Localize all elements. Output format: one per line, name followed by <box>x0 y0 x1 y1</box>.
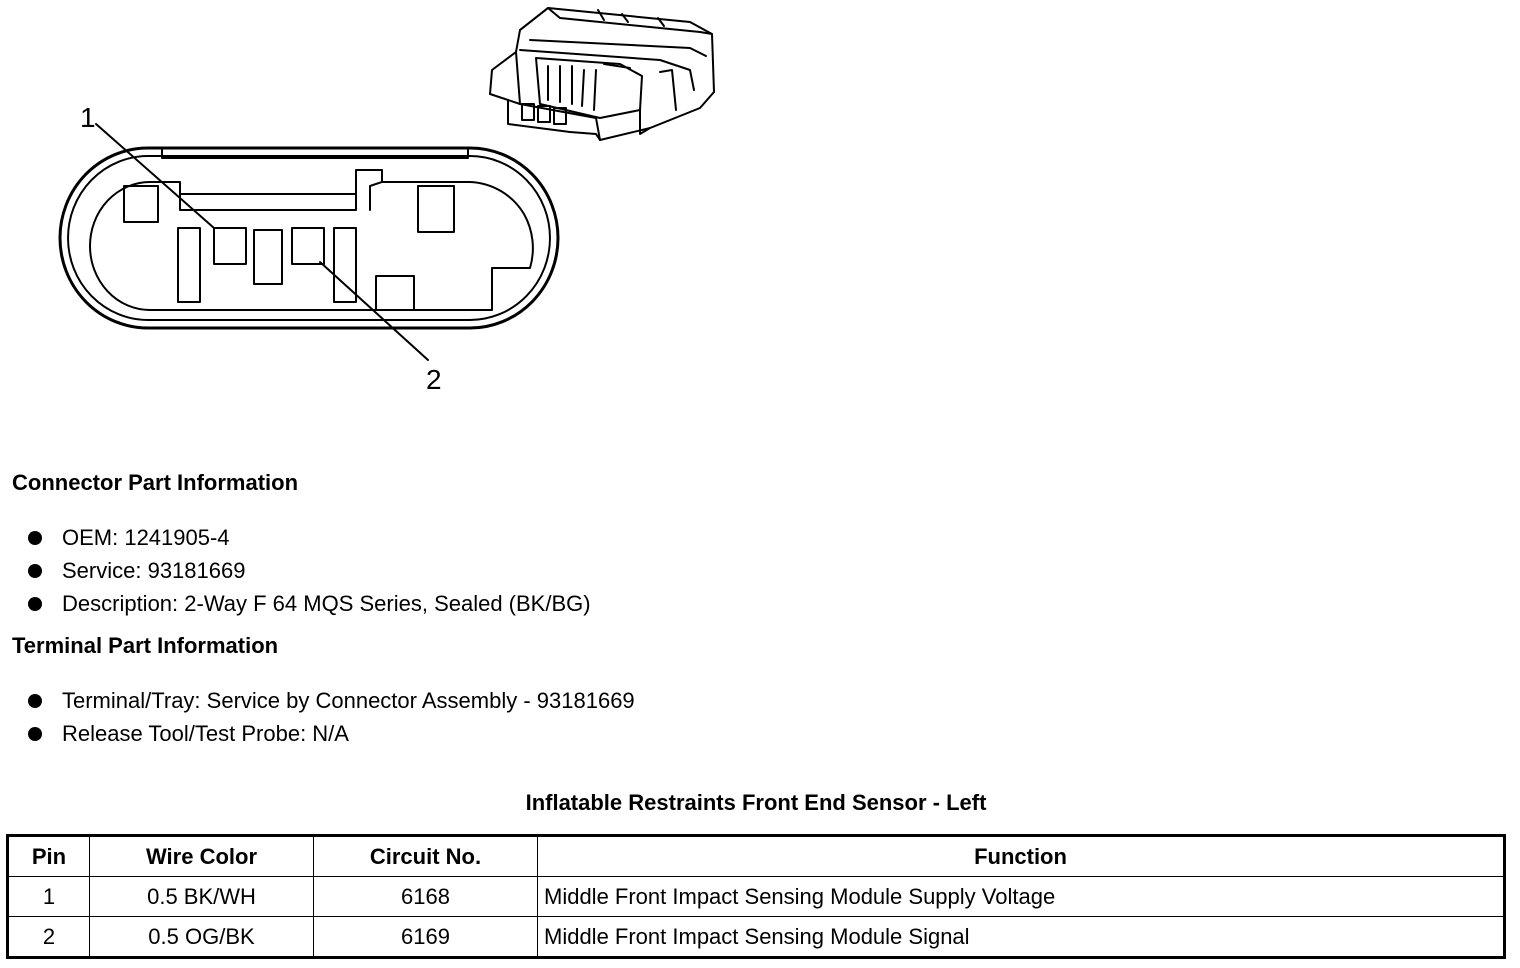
bullet-icon <box>28 531 42 545</box>
callout-2: 2 <box>426 364 442 395</box>
connector-oem: OEM: 1241905-4 <box>62 525 230 550</box>
header-pin: Pin <box>7 835 90 877</box>
header-function: Function <box>537 835 1505 877</box>
cell-wire-color: 0.5 BK/WH <box>89 876 314 917</box>
cell-function: Middle Front Impact Sensing Module Suppl… <box>537 876 1505 917</box>
connector-info-list: OEM: 1241905-4 Service: 93181669 Descrip… <box>28 521 591 620</box>
table-row: 1 0.5 BK/WH 6168 Middle Front Impact Sen… <box>7 876 1505 917</box>
list-item: Service: 93181669 <box>28 554 591 587</box>
bullet-icon <box>28 564 42 578</box>
cell-circuit-no: 6168 <box>313 876 538 917</box>
list-item: Release Tool/Test Probe: N/A <box>28 717 635 750</box>
list-item: Description: 2-Way F 64 MQS Series, Seal… <box>28 587 591 620</box>
terminal-tray: Terminal/Tray: Service by Connector Asse… <box>62 688 635 713</box>
callout-1: 1 <box>80 102 96 133</box>
table-header-row: Pin Wire Color Circuit No. Function <box>7 835 1505 877</box>
connector-iso-view <box>489 7 715 141</box>
list-item: OEM: 1241905-4 <box>28 521 591 554</box>
connector-diagram <box>58 7 715 361</box>
terminal-info-list: Terminal/Tray: Service by Connector Asse… <box>28 684 635 750</box>
terminal-info-title: Terminal Part Information <box>12 633 279 658</box>
connector-info-title: Connector Part Information <box>12 470 299 495</box>
bullet-icon <box>28 694 42 708</box>
table-title: Inflatable Restraints Front End Sensor -… <box>525 790 987 815</box>
cell-pin: 1 <box>7 876 90 917</box>
bullet-icon <box>28 727 42 741</box>
cell-pin: 2 <box>7 916 90 958</box>
connector-service: Service: 93181669 <box>62 558 246 583</box>
table-row: 2 0.5 OG/BK 6169 Middle Front Impact Sen… <box>7 916 1505 958</box>
cell-function: Middle Front Impact Sensing Module Signa… <box>537 916 1505 958</box>
bullet-icon <box>28 597 42 611</box>
connector-description: Description: 2-Way F 64 MQS Series, Seal… <box>62 591 591 616</box>
cell-wire-color: 0.5 OG/BK <box>89 916 314 958</box>
connector-face-view <box>58 123 560 361</box>
header-wire-color: Wire Color <box>89 835 314 877</box>
cell-circuit-no: 6169 <box>313 916 538 958</box>
pinout-table: Pin Wire Color Circuit No. Function 1 0.… <box>6 834 1506 959</box>
header-circuit-no: Circuit No. <box>313 835 538 877</box>
release-tool: Release Tool/Test Probe: N/A <box>62 721 349 746</box>
list-item: Terminal/Tray: Service by Connector Asse… <box>28 684 635 717</box>
